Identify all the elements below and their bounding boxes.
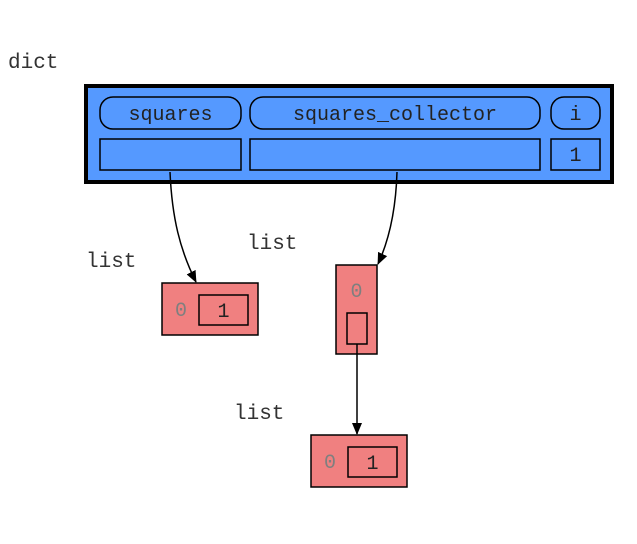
list-b-type-label: list — [247, 233, 297, 256]
dict-value-i: 1 — [569, 145, 581, 168]
list-a-value-cell — [198, 294, 249, 326]
dict-key-i: i — [569, 104, 581, 127]
list-c-index: 0 — [324, 452, 336, 475]
dict-value-cell-i — [550, 138, 601, 171]
dict-key-cell-i — [550, 96, 601, 130]
dict-key-cell-squares — [99, 96, 242, 130]
dict-key-squares: squares — [128, 104, 212, 127]
dict-key-cell-squares-collector — [249, 96, 541, 130]
list-b-index: 0 — [350, 281, 362, 304]
dict-object: squares squares_collector i 1 — [84, 84, 614, 184]
list-a-index: 0 — [175, 300, 187, 323]
pointer-arrow-squares-collector-to-list-b — [377, 171, 398, 265]
list-b-value-cell — [346, 312, 368, 345]
dict-value-cell-squares-collector — [249, 138, 541, 171]
list-c-object: 0 1 — [310, 434, 408, 488]
list-a-value: 1 — [217, 301, 229, 324]
list-c-value: 1 — [366, 453, 378, 476]
pointer-arrow-squares-to-list-a — [169, 171, 197, 283]
list-c-type-label: list — [234, 403, 284, 426]
list-b-object: 0 — [335, 264, 378, 355]
dict-key-squares-collector: squares_collector — [293, 104, 497, 127]
list-a-type-label: list — [86, 251, 136, 274]
dict-value-cell-squares — [99, 138, 242, 171]
dict-type-label: dict — [8, 52, 58, 75]
list-c-value-cell — [347, 446, 398, 478]
list-a-object: 0 1 — [161, 282, 259, 336]
